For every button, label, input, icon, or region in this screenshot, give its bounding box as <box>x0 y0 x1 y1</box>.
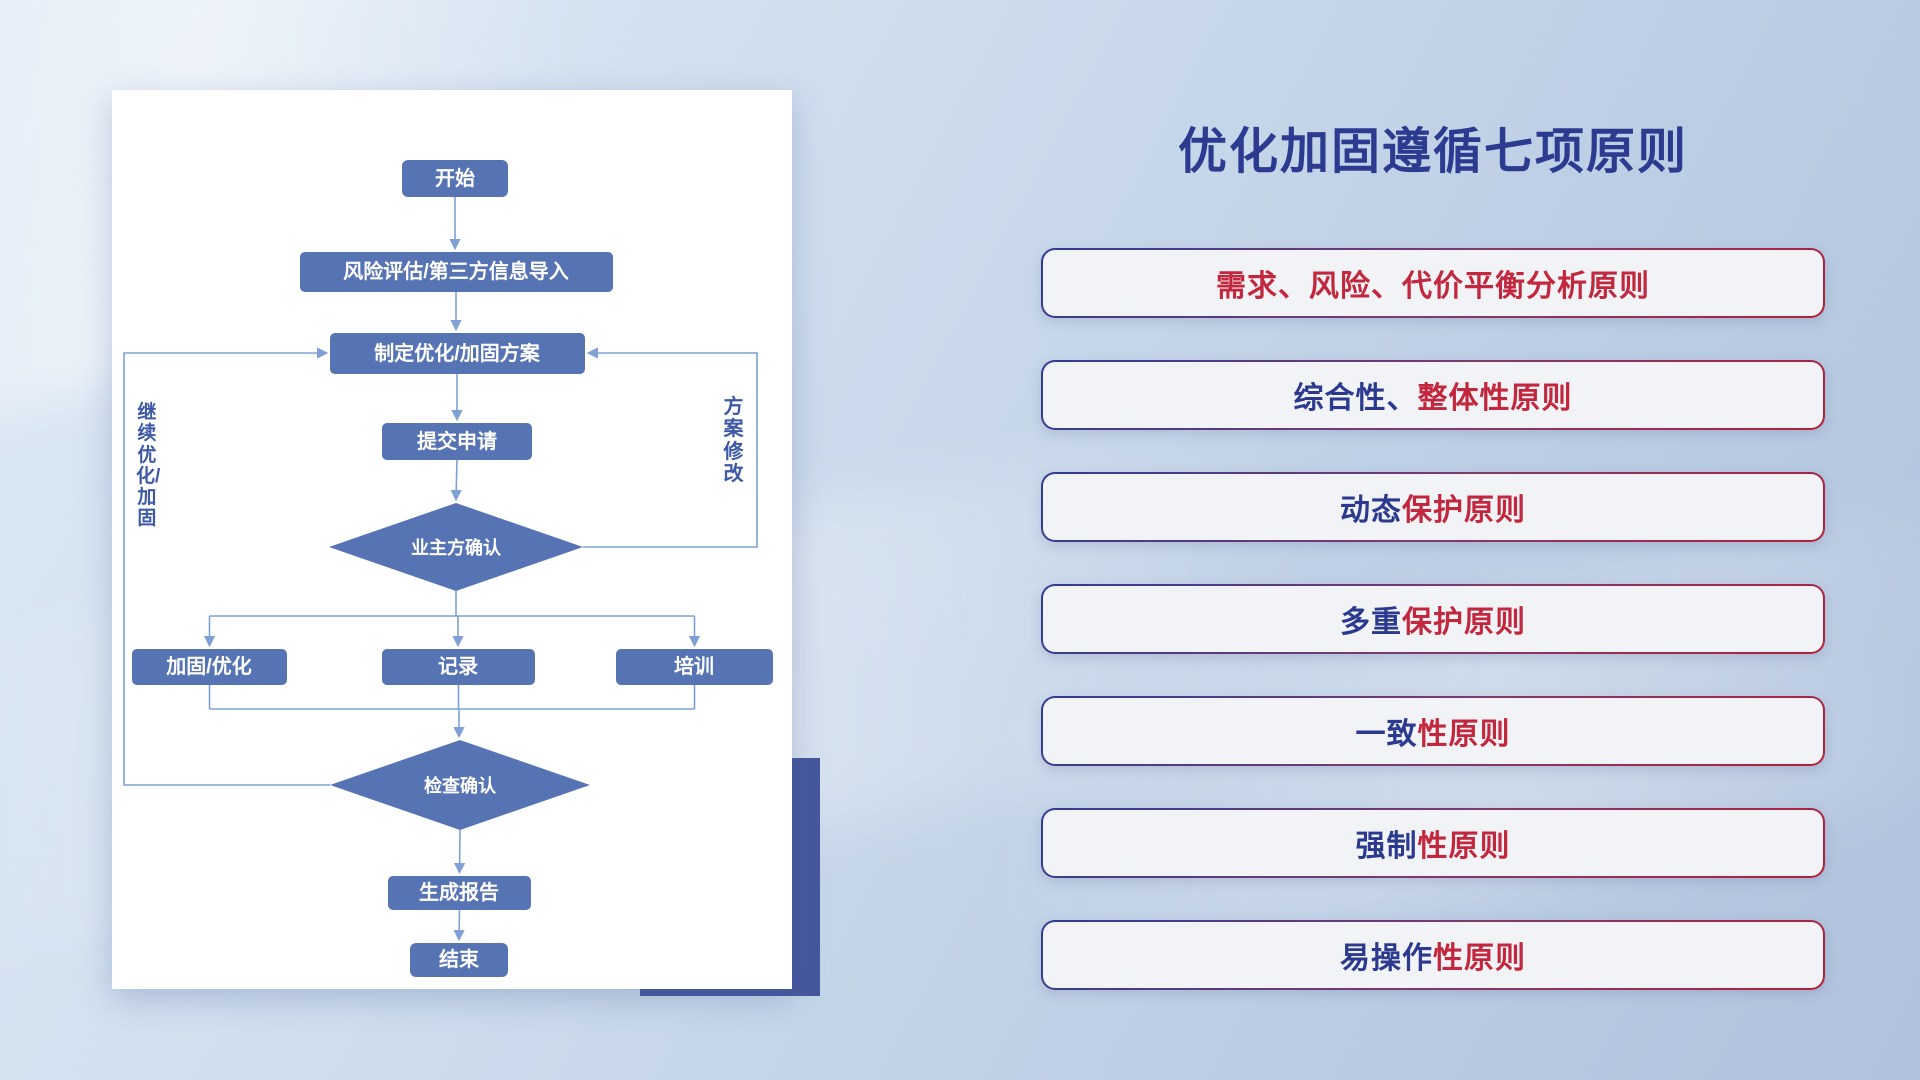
flow-node-record: 记录 <box>382 649 535 685</box>
flow-connectors <box>123 197 758 942</box>
flow-node-submit: 提交申请 <box>382 423 532 460</box>
flow-node-end: 结束 <box>410 943 508 977</box>
flowchart: 开始 风险评估/第三方信息导入 制定优化/加固方案 提交申请 业主方确认 加固/ <box>123 160 773 977</box>
flow-node-make-plan-shape <box>330 333 585 374</box>
flow-node-train-label: 培训 <box>674 654 714 678</box>
connector-report-end <box>453 909 465 942</box>
flow-node-risk-import-label: 风险评估/第三方信息导入 <box>343 259 569 283</box>
principle-box: 易操作性原则 <box>1041 920 1825 990</box>
flow-node-check-confirm: 检查确认 <box>330 740 590 830</box>
principle-label: 易操作性原则 <box>1043 922 1823 988</box>
flow-node-end-label: 结束 <box>439 947 480 971</box>
principle-text-segment: 多重 <box>1340 606 1402 639</box>
principle-box: 一致性原则 <box>1041 696 1825 766</box>
flow-node-reinforce: 加固/优化 <box>132 649 287 685</box>
principle-text-segment: 一致 <box>1355 718 1418 751</box>
principles-list: 需求、风险、代价平衡分析原则综合性、整体性原则动态保护原则多重保护原则一致性原则… <box>1041 248 1825 990</box>
principle-text-segment: 性原则 <box>1433 942 1526 975</box>
flow-node-risk-import-shape <box>300 252 613 292</box>
flow-node-submit-shape <box>382 423 532 460</box>
flow-node-risk-import: 风险评估/第三方信息导入 <box>300 252 613 292</box>
principle-box: 多重保护原则 <box>1041 584 1825 654</box>
principle-text-segment: 性原则 <box>1417 718 1511 751</box>
page-title: 优化加固遵循七项原则 <box>1177 125 1688 179</box>
principle-label: 一致性原则 <box>1043 698 1823 764</box>
flowchart-card: 开始 风险评估/第三方信息导入 制定优化/加固方案 提交申请 业主方确认 加固/ <box>112 90 792 989</box>
connector-checkconfirm-report <box>454 829 466 875</box>
principle-label: 需求、风险、代价平衡分析原则 <box>1043 250 1823 316</box>
principle-text-segment: 性原则 <box>1417 830 1511 863</box>
principle-text-segment: 强制 <box>1355 830 1418 863</box>
edge-label-continue-optimize: 继续优化/加固 <box>136 402 161 530</box>
flow-node-record-label: 记录 <box>438 655 478 678</box>
flow-node-owner-confirm: 业主方确认 <box>329 503 583 591</box>
flow-node-train-shape <box>616 649 773 685</box>
principle-box: 需求、风险、代价平衡分析原则 <box>1041 248 1825 318</box>
flow-node-report: 生成报告 <box>388 876 531 910</box>
connector-ownerconfirm-plan-revise-loop <box>583 347 758 548</box>
principle-text-segment: 保护原则 <box>1402 606 1526 639</box>
flow-node-owner-confirm-shape <box>329 503 583 591</box>
flow-node-end-shape <box>410 943 508 977</box>
principle-box: 动态保护原则 <box>1041 472 1825 542</box>
flow-node-start-shape <box>402 160 508 197</box>
flow-node-owner-confirm-label: 业主方确认 <box>411 537 502 558</box>
principle-box: 综合性、整体性原则 <box>1041 360 1825 430</box>
edge-label-plan-revise: 方案修改 <box>723 396 744 486</box>
connector-submit-ownerconfirm <box>450 459 462 502</box>
principle-text-segment: 动态 <box>1340 494 1402 527</box>
flow-node-report-label: 生成报告 <box>419 880 499 904</box>
flow-node-submit-label: 提交申请 <box>417 429 497 453</box>
flow-node-make-plan-label: 制定优化/加固方案 <box>374 341 541 365</box>
flow-node-train: 培训 <box>616 649 773 685</box>
principle-text-segment: 易操作 <box>1340 942 1433 975</box>
principle-text-segment: 整体性原则 <box>1417 382 1573 415</box>
principle-text-segment: 保护原则 <box>1402 494 1526 527</box>
flow-node-check-confirm-shape <box>330 740 590 830</box>
principle-label: 多重保护原则 <box>1043 586 1823 652</box>
principle-text-segment: 综合性、 <box>1293 382 1418 415</box>
flow-node-check-confirm-label: 检查确认 <box>424 775 497 796</box>
flow-node-make-plan: 制定优化/加固方案 <box>330 333 585 374</box>
flow-node-record-shape <box>382 649 535 685</box>
principle-text-segment: 需求、风险、代价平衡分析原则 <box>1216 270 1650 303</box>
principle-label: 动态保护原则 <box>1043 474 1823 540</box>
principle-box: 强制性原则 <box>1041 808 1825 878</box>
flow-node-report-shape <box>388 876 531 910</box>
flow-node-start-label: 开始 <box>435 166 475 190</box>
flow-node-start: 开始 <box>402 160 508 197</box>
flow-node-reinforce-shape <box>132 649 287 685</box>
principle-label: 综合性、整体性原则 <box>1043 362 1823 428</box>
flow-node-reinforce-label: 加固/优化 <box>165 654 252 678</box>
principle-label: 强制性原则 <box>1043 810 1823 876</box>
connector-checkconfirm-plan-continue-loop <box>123 347 330 786</box>
